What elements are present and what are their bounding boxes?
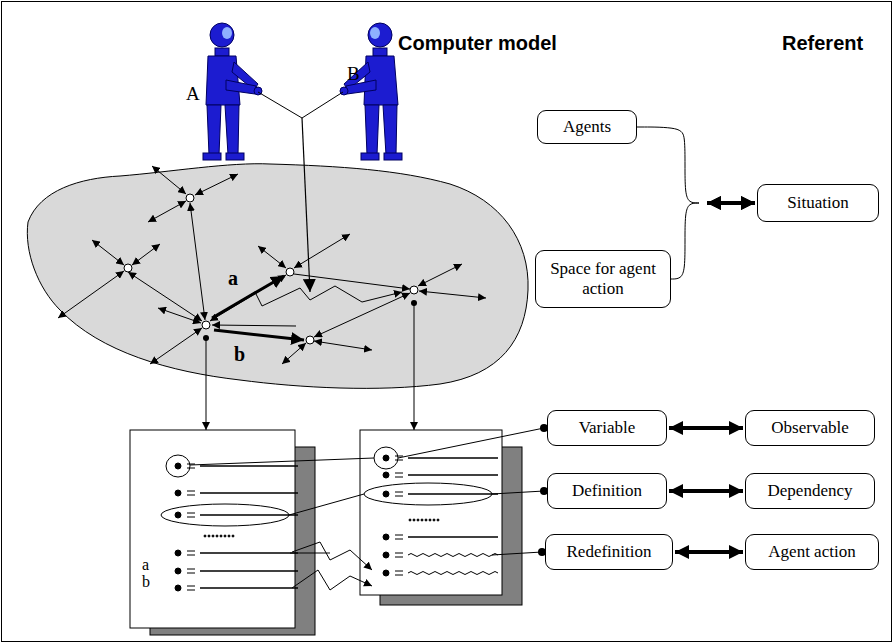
leader-line: [206, 338, 207, 430]
concept-box: Redefinition: [545, 534, 673, 570]
correspondence-arrow: [669, 491, 743, 492]
action-name: b: [234, 344, 245, 364]
box-text: Agent action: [768, 542, 855, 562]
box-text: Agents: [563, 117, 611, 137]
document-link: [292, 570, 372, 590]
correspondence-arrow: [637, 127, 755, 203]
concept-box: Agents: [537, 110, 637, 144]
network-node: [124, 194, 418, 344]
document-rows: [175, 455, 498, 591]
brace-line: [671, 203, 699, 279]
agent-name: A: [186, 84, 200, 103]
action-name: a: [228, 268, 238, 288]
arrow-line: [669, 426, 743, 430]
highlight-ellipse: [161, 504, 289, 526]
arrow-line: [669, 489, 743, 493]
arrow-line: [707, 201, 755, 205]
leader-line: [190, 428, 544, 555]
concept-box: Space for agent action: [535, 250, 671, 308]
highlight-circle: [374, 447, 398, 469]
highlight-ellipse: [364, 483, 492, 505]
document-page: [360, 430, 502, 595]
arrow-line: [675, 550, 743, 554]
document-link: [292, 542, 372, 570]
document-page: [130, 430, 295, 628]
row-name: a: [142, 557, 149, 573]
box-text: Dependency: [768, 481, 853, 501]
box-text: Definition: [572, 481, 642, 501]
concept-box: Definition: [547, 473, 667, 509]
box-text: Space for agent action: [544, 259, 662, 298]
concept-box: Dependency: [745, 473, 875, 509]
agent-figure: [203, 23, 262, 160]
box-text: Observable: [771, 418, 848, 438]
highlight-circle: [166, 455, 190, 477]
bold-arrow: [214, 330, 304, 340]
brace-line: [637, 127, 699, 203]
concept-box: Agent action: [745, 534, 879, 570]
agent-name: B: [347, 64, 360, 83]
heading: Computer model: [398, 33, 557, 53]
row-name: b: [142, 574, 150, 590]
agent-link: [258, 92, 343, 118]
box-text: Redefinition: [567, 542, 652, 562]
agent-link: [302, 118, 310, 292]
concept-box: Observable: [745, 410, 875, 446]
box-text: Situation: [787, 193, 848, 213]
concept-box: Situation: [757, 184, 879, 222]
agent-figure: [340, 23, 402, 160]
concept-box: Variable: [547, 410, 667, 446]
correspondence-arrow: [669, 428, 743, 429]
box-text: Variable: [579, 418, 636, 438]
correspondence-arrow: [675, 552, 743, 553]
leader-line: [414, 303, 415, 430]
redefinition-zigzag: [222, 286, 402, 312]
heading: Referent: [782, 33, 863, 53]
correspondence-arrow: [671, 203, 755, 279]
network-arrows: [58, 166, 486, 364]
arrow-line: [707, 201, 755, 205]
agent-space-region: [27, 164, 528, 389]
